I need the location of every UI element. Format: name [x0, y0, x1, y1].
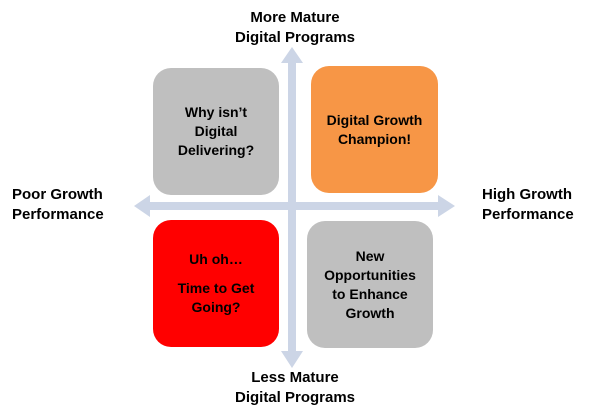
axis-label-right-line1: High Growth	[482, 186, 572, 203]
quadrant-bottom-right-line1: New	[355, 247, 385, 264]
quadrant-bottom-right: New Opportunities to Enhance Growth	[307, 221, 433, 348]
axis-label-bottom-line2: Digital Programs	[234, 389, 356, 406]
axis-label-left-line1: Poor Growth	[12, 186, 103, 203]
axis-label-top-line2: Digital Programs	[234, 29, 356, 46]
quadrant-bottom-left-line3: Going?	[191, 299, 241, 315]
quadrant-top-left: Why isn’t Digital Delivering?	[153, 68, 279, 195]
quadrant-top-right-line1: Digital Growth	[326, 111, 423, 128]
axis-label-bottom-line1: Less Mature	[251, 369, 339, 386]
quadrant-bottom-right-line2: Opportunities	[324, 266, 416, 283]
axis-label-top-line1: More Mature	[250, 9, 340, 26]
quadrant-bottom-left: Uh oh… Time to Get Going?	[153, 220, 279, 347]
quadrant-top-left-line3: Delivering?	[177, 142, 255, 158]
quadrant-bottom-right-line3: to Enhance	[332, 285, 408, 302]
axis-label-bottom: Less Mature Digital Programs	[200, 368, 390, 408]
vertical-axis-arrow	[281, 47, 303, 368]
axis-label-left-line2: Performance	[12, 206, 104, 223]
quadrant-top-right: Digital Growth Champion!	[311, 66, 438, 193]
quadrant-top-right-line2: Champion!	[337, 130, 412, 147]
quadrant-bottom-left-line1: Uh oh…	[189, 251, 243, 267]
axis-label-top: More Mature Digital Programs	[200, 8, 390, 48]
quadrant-bottom-right-line4: Growth	[345, 304, 395, 321]
axis-label-left: Poor Growth Performance	[12, 185, 104, 225]
quadrant-bottom-left-line2: Time to Get	[177, 280, 255, 296]
quadrant-top-left-line2: Digital	[194, 123, 238, 139]
quadrant-top-left-line1: Why isn’t	[184, 104, 248, 120]
axis-label-right-line2: Performance	[482, 206, 574, 223]
axis-label-right: High Growth Performance	[482, 185, 574, 225]
